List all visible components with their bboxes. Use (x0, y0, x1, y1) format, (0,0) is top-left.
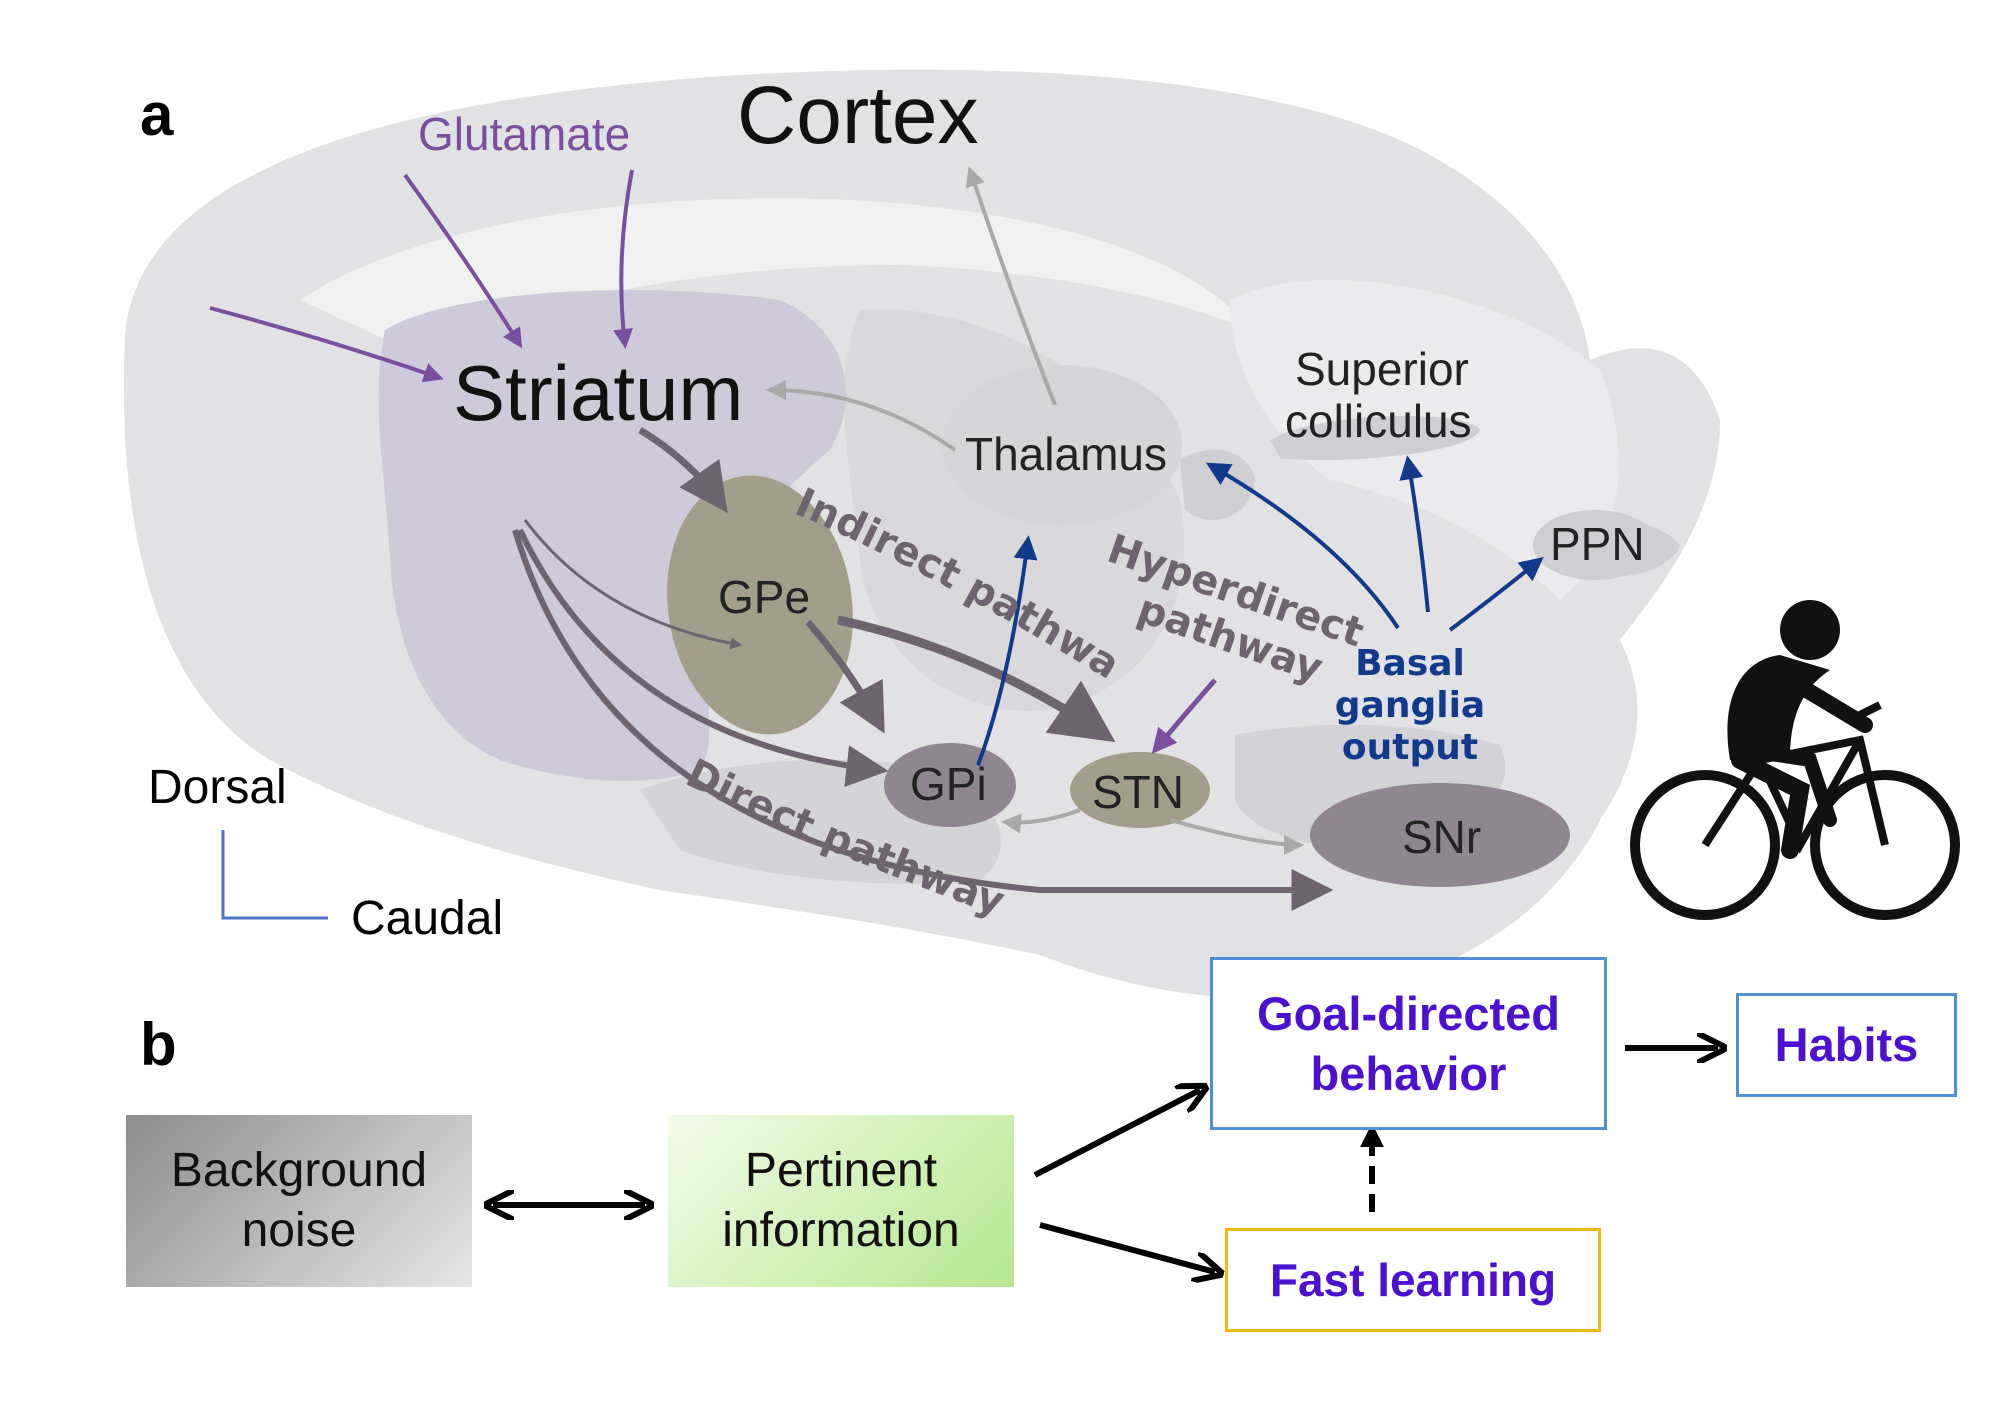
gray-feedback-arrows (766, 166, 1304, 855)
superior-colliculus-label-1: Superior (1295, 343, 1469, 395)
glutamate-label: Glutamate (418, 108, 630, 160)
cortex-label: Cortex (737, 70, 979, 161)
fast-learning-text: Fast learning (1269, 1254, 1557, 1306)
glutamate-arrows (209, 169, 634, 383)
panel-b-label: b (140, 1011, 177, 1078)
goal-directed-behavior-box: Goal-directed behavior (1210, 957, 1607, 1130)
fast-learning-box: Fast learning (1225, 1228, 1601, 1332)
panel-a-label: a (140, 81, 174, 148)
ppn-nucleus (1533, 510, 1657, 580)
goal-directed-line-1: Goal-directed (1257, 986, 1560, 1040)
snr-nucleus (1310, 783, 1570, 887)
thalamus-nucleus (942, 365, 1182, 525)
cyclist-icon (1630, 600, 1960, 920)
pertinent-information-line-2: information (722, 1204, 960, 1257)
striatum-label: Striatum (453, 349, 743, 437)
snr-label: SNr (1402, 811, 1481, 863)
bg-output-label-3: output (1342, 727, 1478, 768)
pertinent-information-box: Pertinent information (668, 1115, 1014, 1287)
goal-directed-behavior-text: Goal-directed behavior (1257, 984, 1560, 1104)
dorsal-label: Dorsal (148, 761, 287, 814)
stn-label: STN (1092, 766, 1184, 818)
background-noise-text: Background noise (171, 1141, 427, 1261)
habits-text: Habits (1774, 1018, 1919, 1071)
pertinent-information-text: Pertinent information (722, 1141, 959, 1261)
goal-directed-line-2: behavior (1310, 1046, 1507, 1100)
flow-arrows (493, 1048, 1718, 1272)
background-noise-line-2: noise (241, 1204, 357, 1257)
pathway-arrows (512, 426, 1334, 911)
bg-output-label-1: Basal (1355, 643, 1465, 684)
bg-output-label-2: ganglia (1335, 685, 1485, 726)
thalamus-label: Thalamus (965, 428, 1167, 480)
hyperdirect-arrow (1151, 678, 1217, 754)
gpi-nucleus (884, 743, 1016, 827)
orientation-axes: Dorsal Caudal (148, 761, 503, 945)
caudal-label: Caudal (351, 892, 503, 945)
gpi-label: GPi (910, 758, 987, 810)
background-noise-box: Background noise (126, 1115, 472, 1287)
pertinent-information-line-1: Pertinent (744, 1144, 938, 1197)
striatum-region (378, 290, 846, 781)
ppn-label: PPN (1550, 518, 1645, 570)
superior-colliculus-label-2: colliculus (1285, 395, 1472, 447)
stn-nucleus (1070, 752, 1210, 828)
background-noise-line-1: Background (170, 1144, 428, 1197)
gpe-label: GPe (718, 571, 810, 623)
output-arrows (976, 455, 1544, 766)
habits-box: Habits (1736, 993, 1957, 1097)
gpe-nucleus (667, 475, 853, 735)
